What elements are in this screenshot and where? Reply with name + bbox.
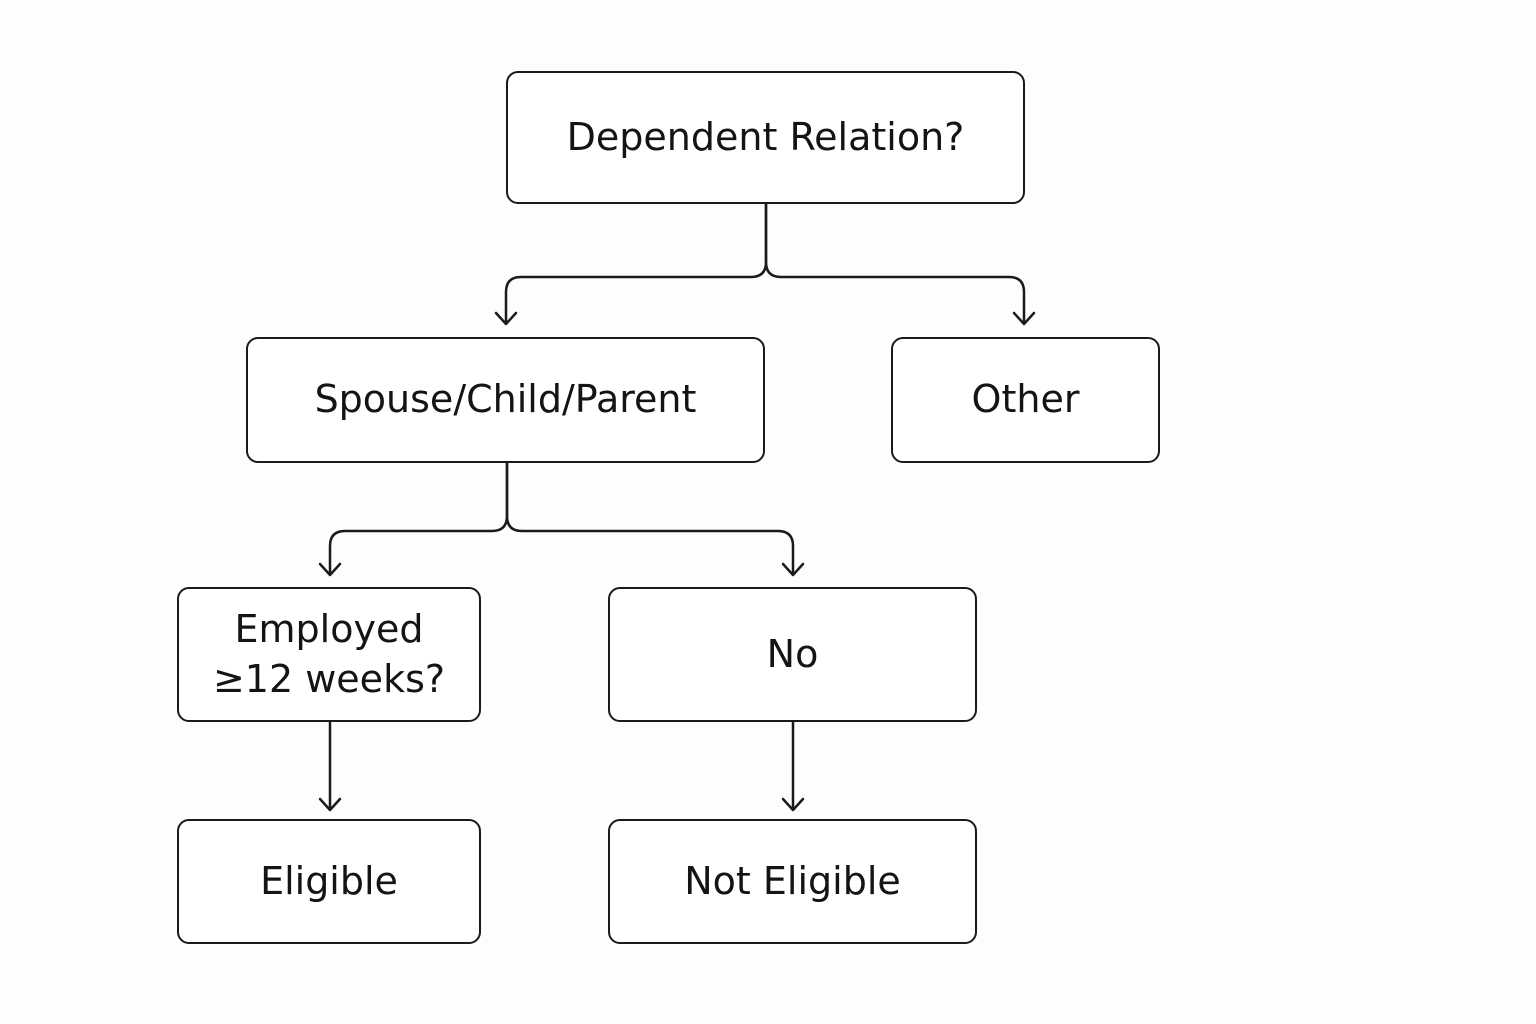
node-eligible: Eligible bbox=[177, 819, 481, 944]
edge-spouse-to-no bbox=[505, 461, 795, 575]
edge-root-to-other bbox=[764, 202, 1026, 324]
arrowhead-no-to-not-eligible bbox=[781, 797, 805, 812]
node-employed-12-weeks: Employed ≥12 weeks? bbox=[177, 587, 481, 722]
node-spouse-child-parent: Spouse/Child/Parent bbox=[246, 337, 765, 463]
arrowhead-root-to-spouse bbox=[494, 311, 518, 326]
node-not-eligible: Not Eligible bbox=[608, 819, 977, 944]
node-other: Other bbox=[891, 337, 1160, 463]
edge-root-to-spouse bbox=[504, 202, 768, 324]
arrowhead-spouse-to-employed bbox=[318, 562, 342, 577]
arrowhead-employed-to-eligible bbox=[318, 797, 342, 812]
arrowhead-root-to-other bbox=[1012, 311, 1036, 326]
edge-spouse-to-employed bbox=[328, 461, 509, 575]
arrowhead-spouse-to-no bbox=[781, 562, 805, 577]
node-dependent-relation: Dependent Relation? bbox=[506, 71, 1025, 204]
node-no: No bbox=[608, 587, 977, 722]
